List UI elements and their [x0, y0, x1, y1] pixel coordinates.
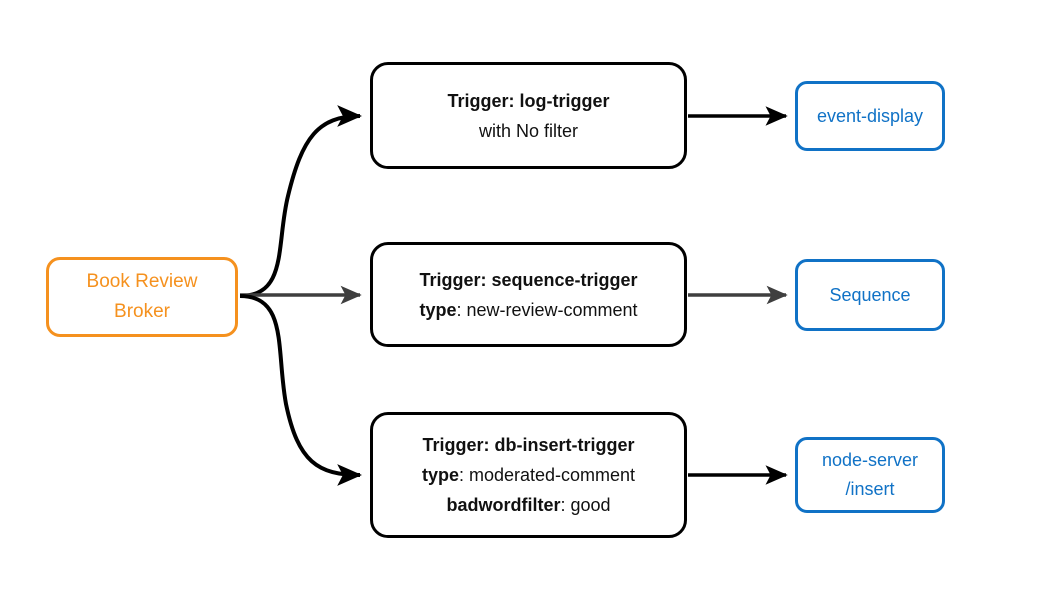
trigger-detail-line: type: new-review-comment	[419, 295, 637, 325]
trigger-title: Trigger: log-trigger	[447, 90, 610, 111]
trigger-node-db-insert-trigger[interactable]: Trigger: db-insert-trigger type: moderat…	[370, 412, 687, 538]
trigger-detail-key: type	[419, 299, 457, 320]
trigger-detail-value: with No filter	[478, 120, 579, 141]
trigger-title: Trigger: sequence-trigger	[419, 269, 638, 290]
endpoint-node-node-server-insert[interactable]: node-server /insert	[795, 437, 945, 513]
edge-broker-to-log-trigger	[239, 105, 362, 298]
trigger-detail-key-2: badwordfilter	[446, 495, 561, 515]
trigger-detail-line-2: badwordfilter: good	[446, 490, 610, 520]
trigger-detail-line: type: moderated-comment	[422, 460, 635, 490]
trigger-detail-line: with No filter	[479, 116, 578, 146]
broker-label-line1: Book Review	[86, 271, 198, 292]
trigger-node-sequence-trigger[interactable]: Trigger: sequence-trigger type: new-revi…	[370, 242, 687, 347]
trigger-detail-key: type	[421, 465, 459, 485]
endpoint-label-line1: event-display	[816, 105, 924, 126]
endpoint-node-sequence[interactable]: Sequence	[795, 259, 945, 331]
trigger-detail-value-2: : good	[560, 495, 611, 515]
endpoint-label-line2: /insert	[845, 479, 895, 499]
broker-node[interactable]: Book Review Broker	[46, 257, 238, 337]
endpoint-label-line1: Sequence	[829, 284, 911, 305]
trigger-title: Trigger: db-insert-trigger	[422, 435, 635, 455]
trigger-detail-value: : new-review-comment	[456, 299, 638, 320]
endpoint-label-line1: node-server	[821, 450, 919, 470]
trigger-node-log-trigger[interactable]: Trigger: log-trigger with No filter	[370, 62, 687, 169]
broker-label-line2: Broker	[114, 301, 170, 322]
edge-broker-to-db-insert-trigger	[239, 294, 362, 486]
trigger-detail-value: : moderated-comment	[458, 465, 636, 485]
endpoint-node-event-display[interactable]: event-display	[795, 81, 945, 151]
